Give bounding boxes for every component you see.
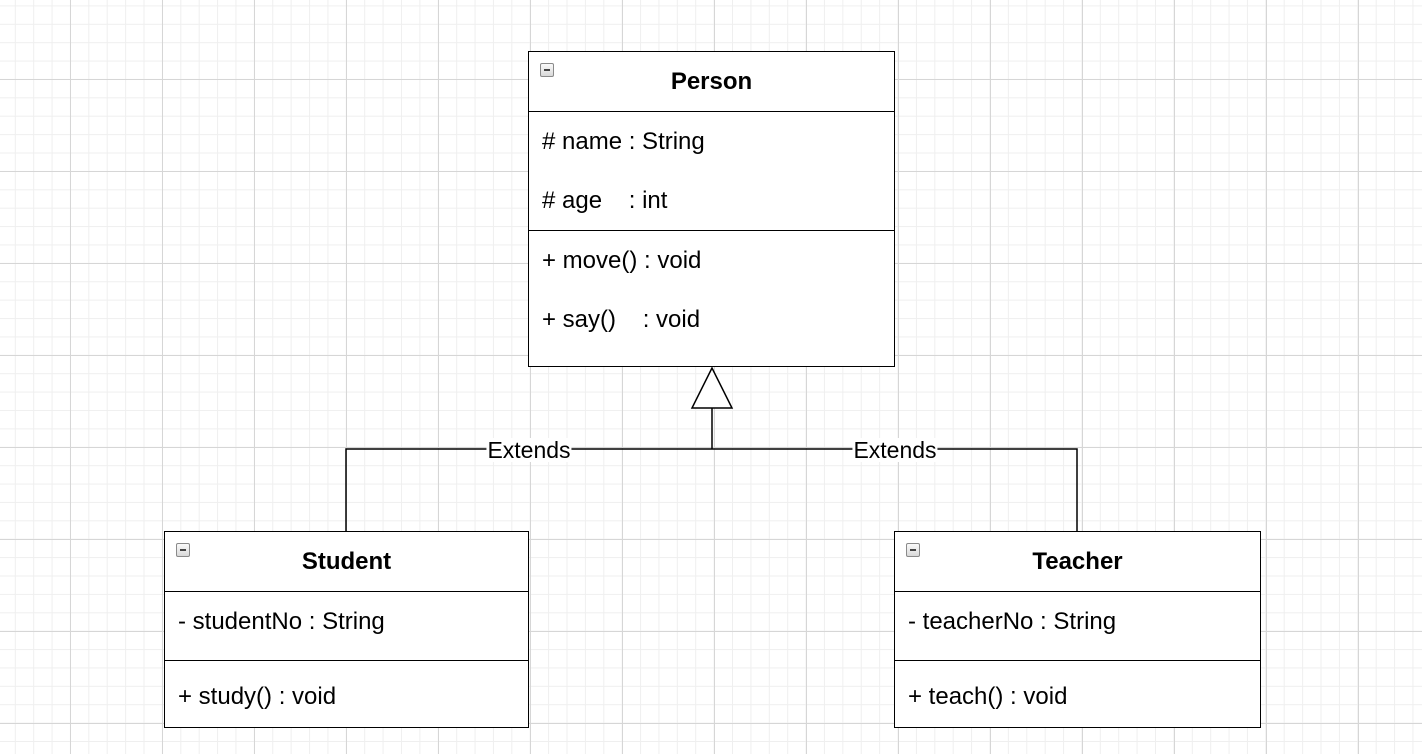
teacher-methods: + teach() : void bbox=[895, 660, 1260, 733]
person-attributes: # name : String # age : int bbox=[529, 112, 894, 230]
teacher-attributes: - teacherNo : String bbox=[895, 592, 1260, 660]
person-attribute-name[interactable]: # name : String bbox=[542, 128, 705, 155]
generalization-arrowhead bbox=[690, 366, 734, 409]
teacher-extends-label[interactable]: Extends bbox=[852, 437, 938, 463]
person-class-header[interactable]: Person bbox=[529, 52, 894, 112]
student-extends-label[interactable]: Extends bbox=[486, 437, 572, 463]
collapse-icon[interactable] bbox=[540, 63, 554, 77]
collapse-icon[interactable] bbox=[176, 543, 190, 557]
collapse-icon[interactable] bbox=[906, 543, 920, 557]
person-method-move[interactable]: + move() : void bbox=[542, 247, 702, 274]
student-class[interactable]: Student - studentNo : String + study() :… bbox=[164, 531, 529, 728]
student-methods: + study() : void bbox=[165, 660, 528, 733]
person-methods: + move() : void + say() : void bbox=[529, 230, 894, 349]
teacher-class[interactable]: Teacher - teacherNo : String + teach() :… bbox=[894, 531, 1261, 728]
teacher-connector-line[interactable] bbox=[712, 448, 1078, 531]
person-class[interactable]: Person # name : String # age : int + mov… bbox=[528, 51, 895, 367]
student-connector-line[interactable] bbox=[345, 448, 712, 531]
person-method-say[interactable]: + say() : void bbox=[542, 306, 701, 333]
person-class-name: Person bbox=[670, 67, 753, 95]
teacher-class-name: Teacher bbox=[1032, 547, 1123, 575]
student-class-header[interactable]: Student bbox=[165, 532, 528, 592]
teacher-class-header[interactable]: Teacher bbox=[895, 532, 1260, 592]
student-class-name: Student bbox=[301, 547, 392, 575]
teacher-attribute-teacherno[interactable]: - teacherNo : String bbox=[908, 608, 1117, 635]
student-attribute-studentno[interactable]: - studentNo : String bbox=[178, 608, 385, 635]
teacher-method-teach[interactable]: + teach() : void bbox=[908, 683, 1068, 710]
person-attribute-age[interactable]: # age : int bbox=[542, 187, 668, 214]
student-method-study[interactable]: + study() : void bbox=[178, 683, 337, 710]
student-attributes: - studentNo : String bbox=[165, 592, 528, 660]
